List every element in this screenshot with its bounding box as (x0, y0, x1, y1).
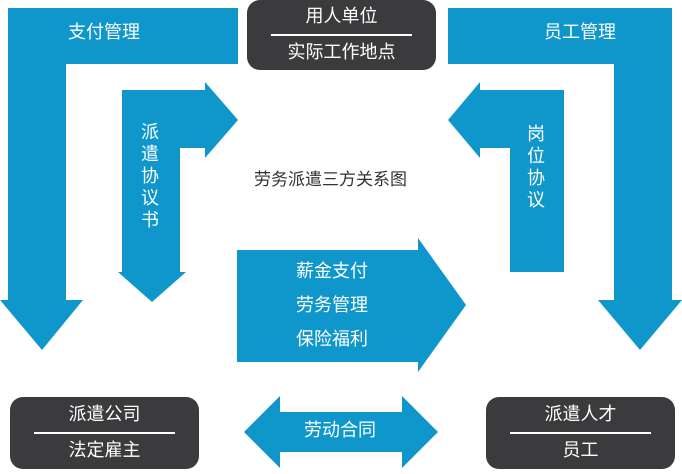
insurance-welfare-label: 保险福利 (296, 329, 368, 350)
pay-management-label: 支付管理 (68, 22, 140, 43)
labor-management-label: 劳务管理 (296, 295, 368, 316)
employee-management-label: 员工管理 (544, 22, 616, 43)
agency-role: 法定雇主 (68, 440, 141, 461)
job-agreement-label: 岗位协议 (527, 124, 545, 211)
worker-box: 派遣人才 员工 (486, 397, 675, 469)
worker-role: 员工 (562, 440, 599, 461)
agency-box: 派遣公司 法定雇主 (10, 397, 199, 469)
employer-box: 用人单位 实际工作地点 (247, 0, 436, 70)
dispatch-agreement-label: 派遣协议书 (141, 122, 159, 231)
agency-divider (33, 432, 176, 434)
labor-contract-double-arrow (244, 396, 438, 468)
employer-name: 用人单位 (305, 6, 378, 27)
employee-management-arrow (448, 8, 682, 350)
labor-contract-label: 劳动合同 (304, 420, 376, 441)
diagram-title: 劳务派遣三方关系图 (254, 170, 407, 190)
employer-divider (270, 34, 413, 36)
agency-name: 派遣公司 (68, 404, 141, 425)
job-agreement-arrow (448, 82, 564, 272)
worker-name: 派遣人才 (544, 404, 617, 425)
worker-divider (509, 432, 652, 434)
center-right-arrow (237, 238, 466, 372)
employer-role: 实际工作地点 (287, 42, 396, 63)
dispatch-agreement-arrow (118, 82, 238, 302)
pay-management-arrow (0, 8, 238, 350)
salary-payment-label: 薪金支付 (296, 261, 368, 282)
